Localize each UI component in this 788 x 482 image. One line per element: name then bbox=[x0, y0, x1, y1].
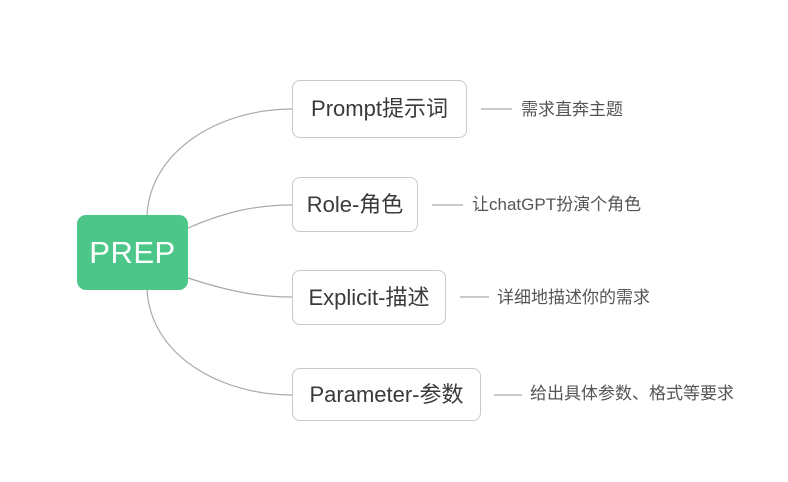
branch-node-explicit[interactable]: Explicit-描述 bbox=[292, 270, 446, 325]
branch-node-label: Role-角色 bbox=[306, 191, 404, 217]
edge-root-to-branch-2 bbox=[187, 204, 293, 229]
branch-node-parameter[interactable]: Parameter-参数 bbox=[292, 368, 481, 421]
branch-node-label: Prompt提示词 bbox=[311, 96, 448, 121]
leaf-label-explicit: 详细地描述你的需求 bbox=[497, 288, 650, 307]
root-node-prep[interactable]: PREP bbox=[77, 215, 188, 290]
edge-root-to-branch-1 bbox=[146, 108, 293, 217]
edge-root-to-branch-4 bbox=[146, 288, 293, 396]
root-node-label: PREP bbox=[89, 235, 176, 270]
leaf-label-prompt: 需求直奔主题 bbox=[521, 100, 623, 119]
branch-node-label: Explicit-描述 bbox=[308, 284, 430, 310]
branch-node-role[interactable]: Role-角色 bbox=[292, 177, 418, 232]
leaf-label-role: 让chatGPT扮演个角色 bbox=[472, 195, 642, 214]
edge-root-to-branch-3 bbox=[187, 277, 293, 298]
branch-node-label: Parameter-参数 bbox=[309, 381, 464, 407]
leaf-label-parameter: 给出具体参数、格式等要求 bbox=[530, 384, 734, 403]
branch-node-prompt[interactable]: Prompt提示词 bbox=[292, 80, 467, 138]
